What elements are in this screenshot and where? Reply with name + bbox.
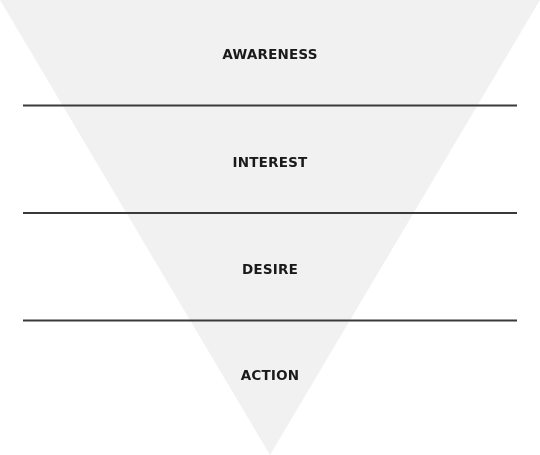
- stage-label-awareness: AWARENESS: [222, 47, 317, 63]
- stage-label-desire: DESIRE: [242, 262, 298, 278]
- stage-label-interest: INTEREST: [233, 155, 308, 171]
- stage-label-action: ACTION: [241, 368, 300, 384]
